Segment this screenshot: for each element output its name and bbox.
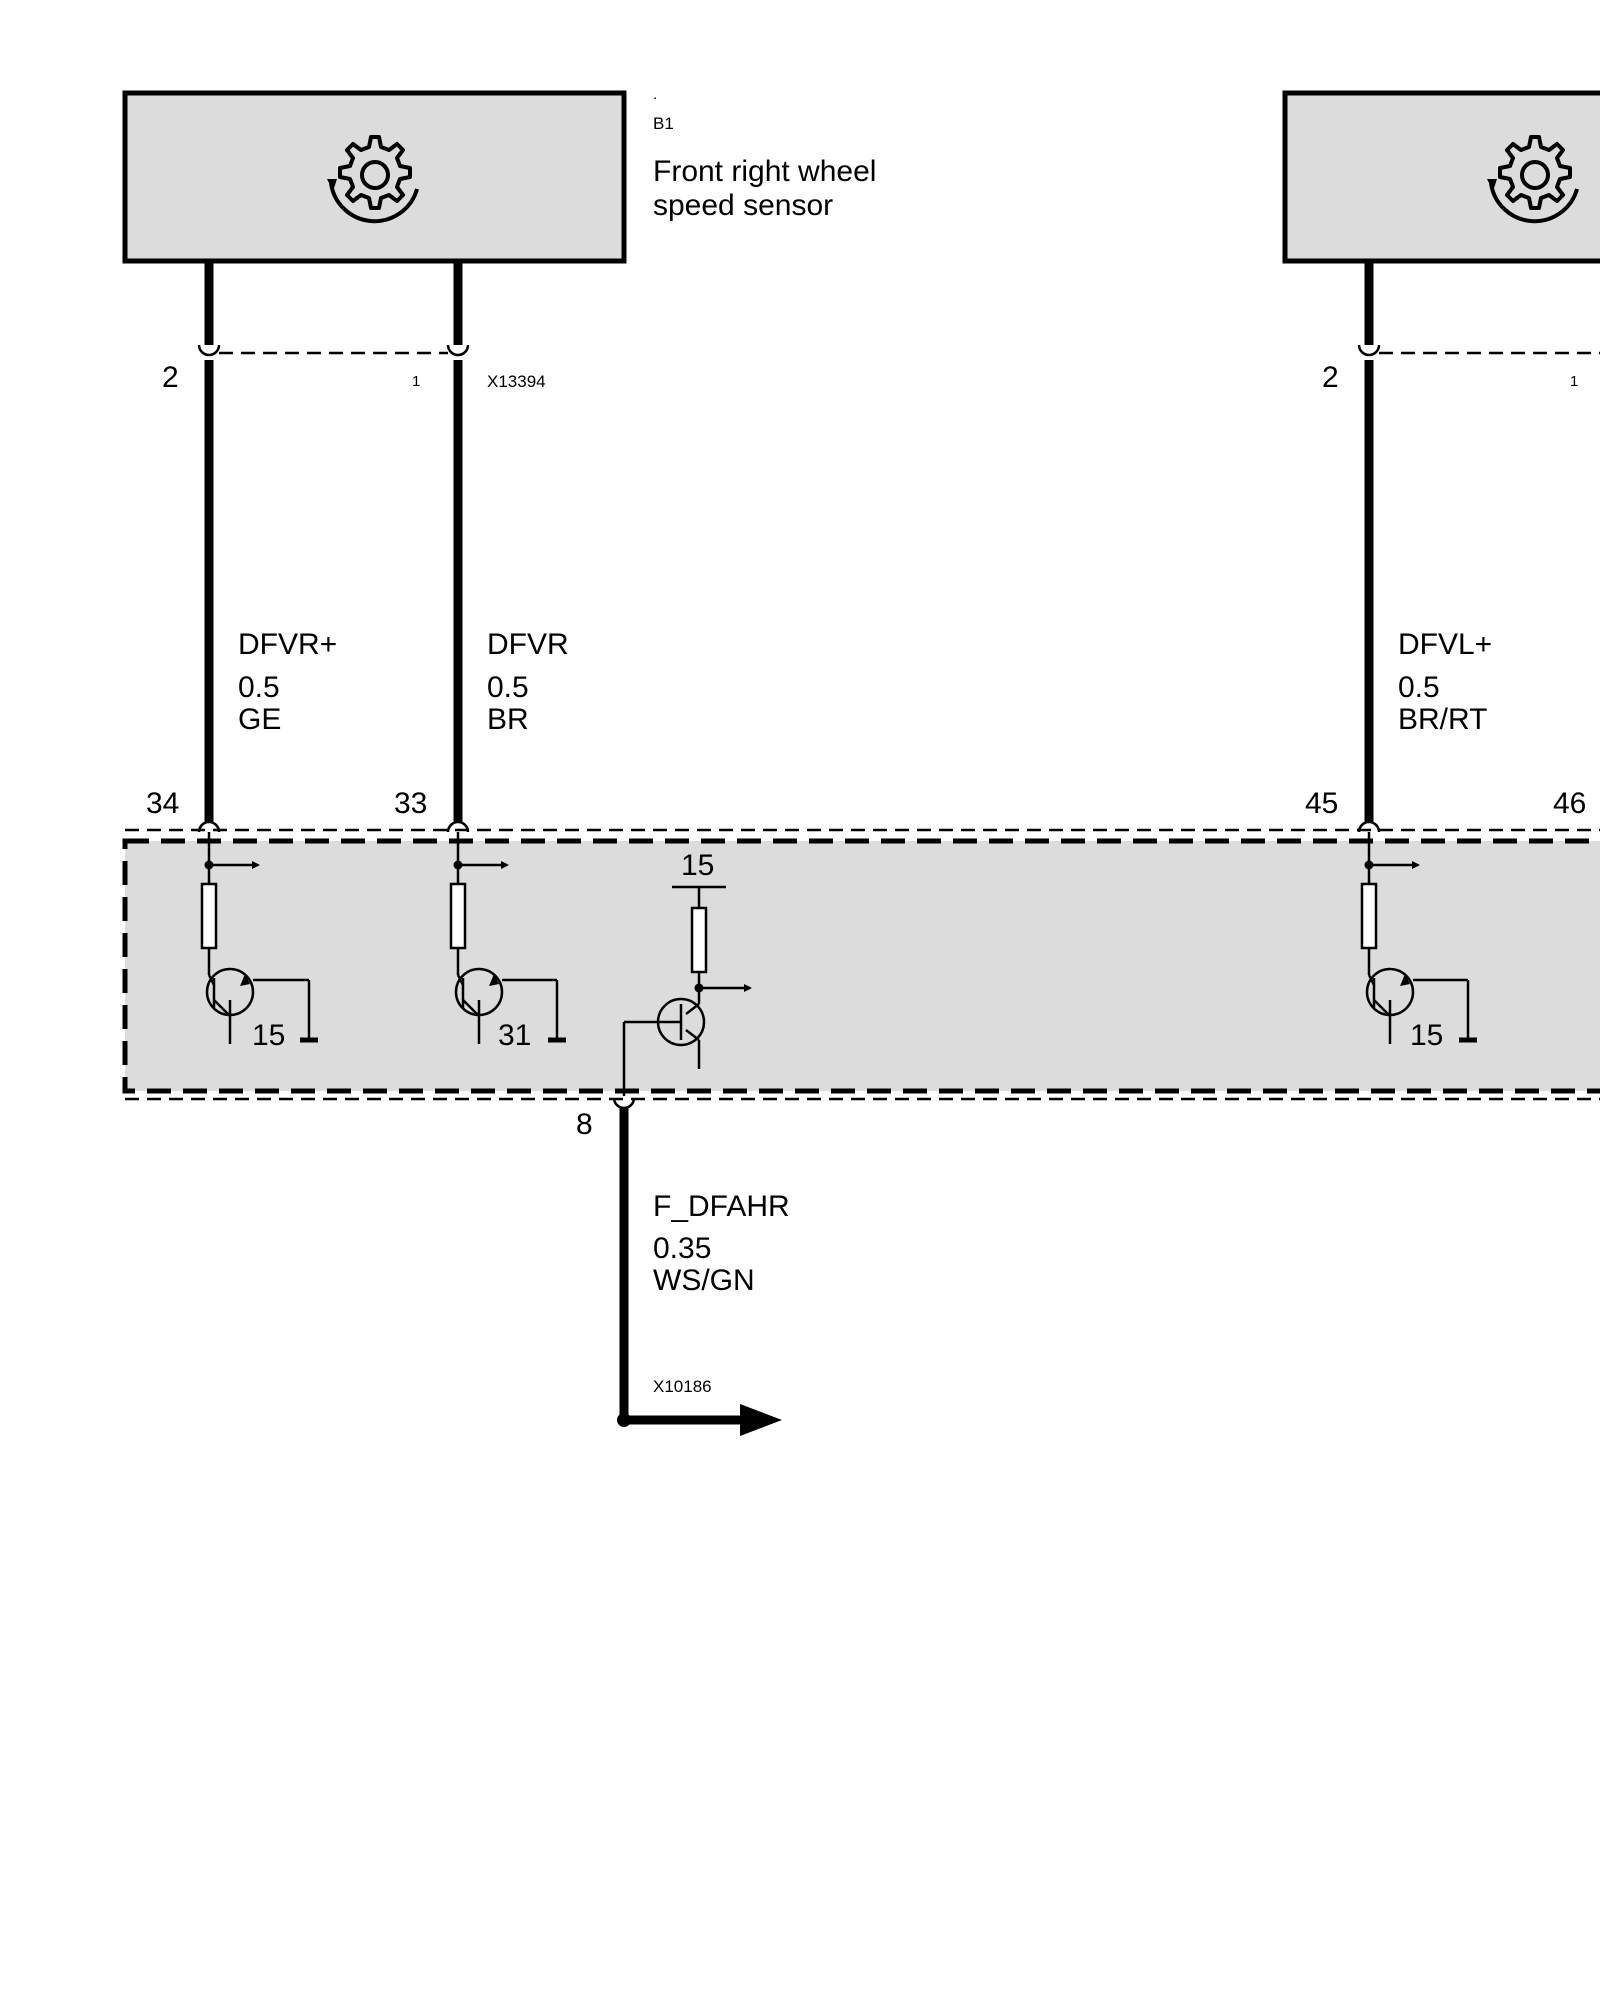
ecu-input-channel-dfvr-plus	[200, 832, 318, 1044]
pin-label-b1-1: 1	[412, 373, 420, 390]
terminal-label-15: 15	[252, 1019, 285, 1052]
pin-label-b2-2: 2	[1322, 361, 1339, 394]
wire-size-f-dfahr: 0.35	[653, 1232, 711, 1265]
wire-signal-dfvr-plus: DFVR+	[238, 628, 337, 661]
sensor-b1-name-line1: Front right wheel	[653, 155, 876, 188]
wire-signal-dfvr: DFVR	[487, 628, 569, 661]
ecu-input-channel-dfvl-plus	[1360, 832, 1477, 1044]
pin-label-b2-1: 1	[1570, 373, 1578, 390]
wire-signal-dfvl-plus: DFVL+	[1398, 628, 1492, 661]
ecu-socket	[197, 820, 221, 833]
connector-socket	[1357, 344, 1381, 357]
ecu-pin-8: 8	[576, 1108, 593, 1141]
wire-color-dfvr: BR	[487, 703, 529, 736]
pin-label-b1-2: 2	[162, 361, 179, 394]
control-unit-box	[122, 838, 1600, 1094]
sensor-b2-box	[1282, 90, 1600, 264]
ecu-pin-45: 45	[1305, 787, 1338, 820]
terminal-label-15-output: 15	[681, 849, 714, 882]
sensor-b1-box	[122, 90, 627, 264]
wire-size-dfvl-plus: 0.5	[1398, 671, 1440, 704]
ecu-pin-34: 34	[146, 787, 179, 820]
wire-color-dfvl-plus: BR/RT	[1398, 703, 1487, 736]
sensor-b1-dot: .	[653, 86, 657, 103]
ecu-output-stage	[622, 885, 752, 1096]
connector-label-x10186: X10186	[653, 1377, 712, 1396]
wire-color-dfvr-plus: GE	[238, 703, 281, 736]
ecu-socket	[1357, 820, 1381, 833]
sensor-b1-ref: B1	[653, 114, 674, 133]
ecu-input-channel-dfvr	[449, 832, 566, 1044]
wire-color-f-dfahr: WS/GN	[653, 1264, 755, 1297]
connector-socket	[446, 344, 470, 357]
terminal-label-15-dfvl: 15	[1410, 1019, 1443, 1052]
terminal-label-31: 31	[498, 1019, 531, 1052]
ecu-socket	[446, 820, 470, 833]
connector-label-x13394: X13394	[487, 372, 546, 391]
wire-signal-f-dfahr: F_DFAHR	[653, 1190, 790, 1223]
ecu-pin-33: 33	[394, 787, 427, 820]
connector-socket	[197, 344, 221, 357]
arrow-right-icon	[740, 1404, 782, 1436]
ecu-pin-46: 46	[1553, 787, 1586, 820]
sensor-b1-name-line2: speed sensor	[653, 189, 833, 222]
wire-size-dfvr: 0.5	[487, 671, 529, 704]
wire-size-dfvr-plus: 0.5	[238, 671, 280, 704]
